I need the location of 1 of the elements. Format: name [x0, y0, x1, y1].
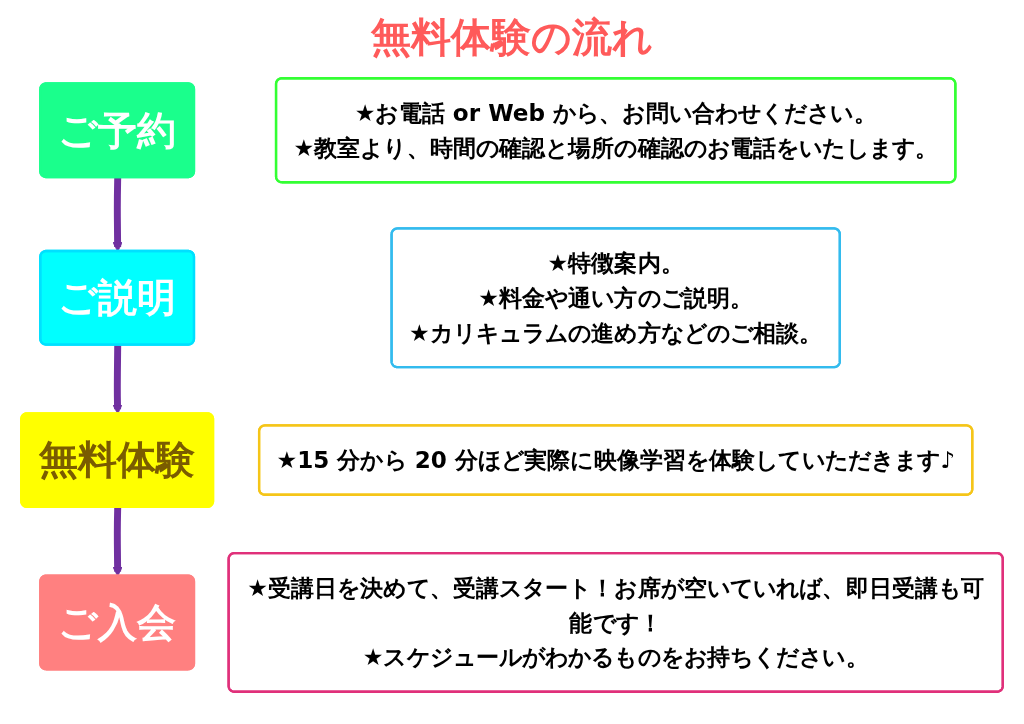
- diagram-title: 無料体験の流れ: [370, 13, 654, 62]
